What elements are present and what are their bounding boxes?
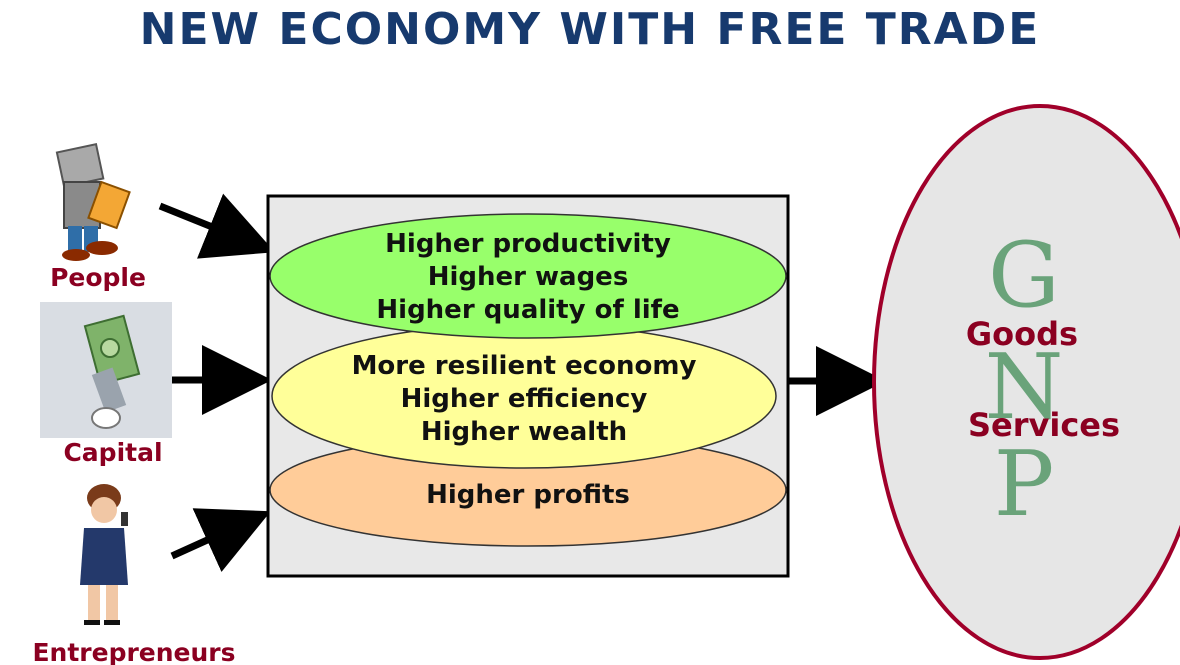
gnp-goods-label: Goods	[966, 315, 1078, 353]
input-label-people: People	[50, 263, 146, 292]
outcome-text-yellow-1: Higher efficiency	[401, 384, 648, 414]
gnp-oval	[872, 104, 1180, 660]
outcome-text-yellow-2: Higher wealth	[421, 417, 627, 447]
page-title: NEW ECONOMY WITH FREE TRADE	[139, 4, 1041, 55]
gnp-letter-n: N	[985, 335, 1064, 440]
outcome-text-green-1: Higher wages	[428, 262, 629, 292]
outcome-text-yellow-0: More resilient economy	[352, 351, 697, 381]
arrow-people	[158, 193, 275, 259]
arrow-entrepreneurs	[170, 508, 271, 573]
person-reading-icon	[55, 143, 131, 261]
gnp-services-label: Services	[968, 406, 1120, 444]
hand-holding-money-icon	[40, 302, 172, 438]
gnp-letter-g: G	[988, 223, 1060, 328]
input-label-capital: Capital	[63, 438, 162, 467]
input-label-entrepreneurs: Entrepreneurs	[32, 638, 235, 665]
businesswoman-on-phone-icon	[80, 484, 128, 625]
gnp-letter-p: P	[994, 432, 1055, 537]
outcome-text-green-2: Higher quality of life	[376, 295, 679, 325]
outcome-text-green-0: Higher productivity	[385, 229, 671, 259]
outcome-text-orange-0: Higher profits	[426, 480, 630, 510]
outcome-ellipse-green	[269, 213, 787, 339]
